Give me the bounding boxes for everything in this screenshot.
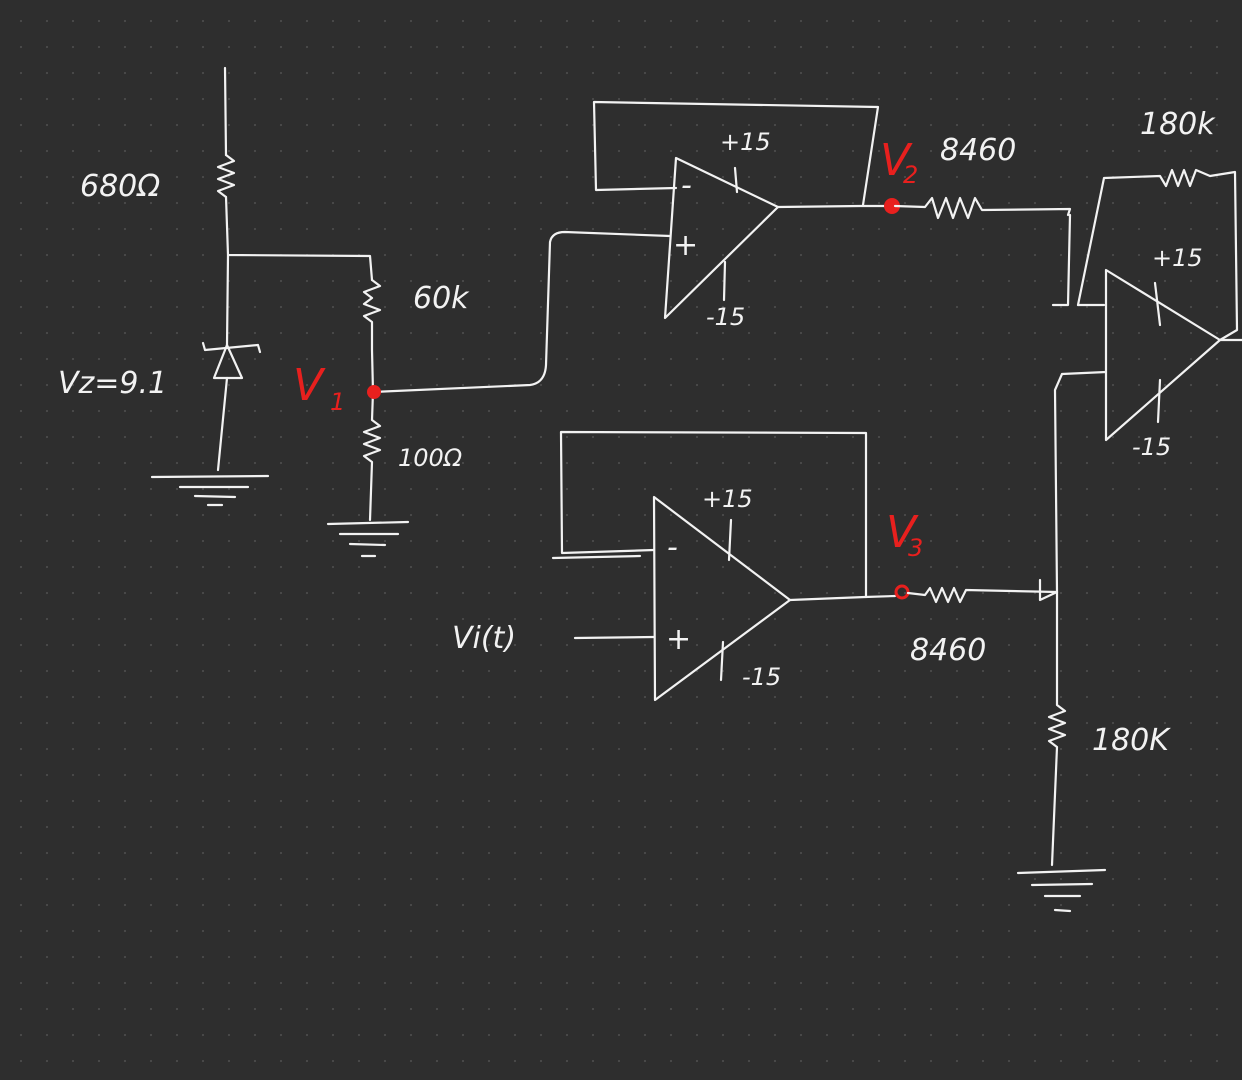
svg-text:1: 1 bbox=[330, 388, 345, 416]
opamp-1 bbox=[592, 100, 897, 320]
resistor-100 bbox=[362, 390, 382, 522]
label-op1-noninverting: + bbox=[673, 228, 698, 263]
feedback-resistor-180k bbox=[1051, 168, 1239, 342]
label-op2-noninverting: + bbox=[666, 622, 691, 657]
label-r-60k: 60k bbox=[413, 281, 470, 316]
node-v2-dot bbox=[884, 198, 900, 214]
label-r-680: 680Ω bbox=[80, 169, 160, 204]
label-op3-plus15: +15 bbox=[1152, 244, 1203, 272]
opamp-2 bbox=[551, 430, 897, 702]
resistor-60k bbox=[362, 278, 382, 394]
label-r-180k-feedback: 180k bbox=[1140, 107, 1216, 142]
label-input-vi: Vi(t) bbox=[452, 621, 516, 656]
label-node-v2: V 2 bbox=[880, 135, 918, 189]
svg-text:V: V bbox=[886, 507, 919, 558]
resistor-8460-bottom bbox=[906, 578, 1059, 604]
ground-symbol-left bbox=[150, 474, 270, 507]
opamp-3 bbox=[1104, 268, 1242, 442]
label-node-v3: V 3 bbox=[886, 507, 923, 562]
node-v1-dot bbox=[367, 385, 381, 399]
zener-ground-wire bbox=[216, 376, 229, 472]
label-op1-plus15: +15 bbox=[720, 128, 771, 156]
ground-symbol-right bbox=[1016, 868, 1107, 913]
label-r-100: 100Ω bbox=[398, 444, 463, 472]
ground-symbol-middle bbox=[326, 520, 410, 558]
noninverting-input-network bbox=[1053, 370, 1108, 594]
input-wire bbox=[573, 635, 656, 640]
label-r-180k-ground: 180K bbox=[1092, 723, 1171, 758]
resistor-180k-ground bbox=[1047, 590, 1067, 867]
node-v3-dot bbox=[894, 584, 910, 600]
svg-text:2: 2 bbox=[903, 161, 918, 189]
label-r-8460-bottom: 8460 bbox=[910, 633, 986, 668]
node-wires-left bbox=[224, 195, 374, 347]
zener-diode bbox=[201, 341, 262, 380]
label-op1-minus15: -15 bbox=[706, 303, 745, 331]
label-r-8460-top: 8460 bbox=[940, 133, 1016, 168]
wire-v1-to-op1 bbox=[371, 230, 672, 394]
label-op2-inverting: - bbox=[667, 530, 678, 565]
top-wire bbox=[223, 66, 228, 157]
label-op3-minus15: -15 bbox=[1132, 433, 1171, 461]
label-node-v1: V 1 bbox=[293, 360, 345, 416]
label-op2-plus15: +15 bbox=[702, 485, 753, 513]
resistor-680 bbox=[216, 153, 236, 199]
label-zener: Vz=9.1 bbox=[58, 366, 167, 401]
label-op2-minus15: -15 bbox=[742, 663, 781, 691]
resistor-8460-top bbox=[893, 196, 1072, 220]
svg-text:3: 3 bbox=[908, 534, 923, 562]
svg-text:V: V bbox=[880, 135, 913, 186]
label-op1-inverting: - bbox=[681, 168, 692, 203]
svg-text:V: V bbox=[293, 360, 326, 411]
